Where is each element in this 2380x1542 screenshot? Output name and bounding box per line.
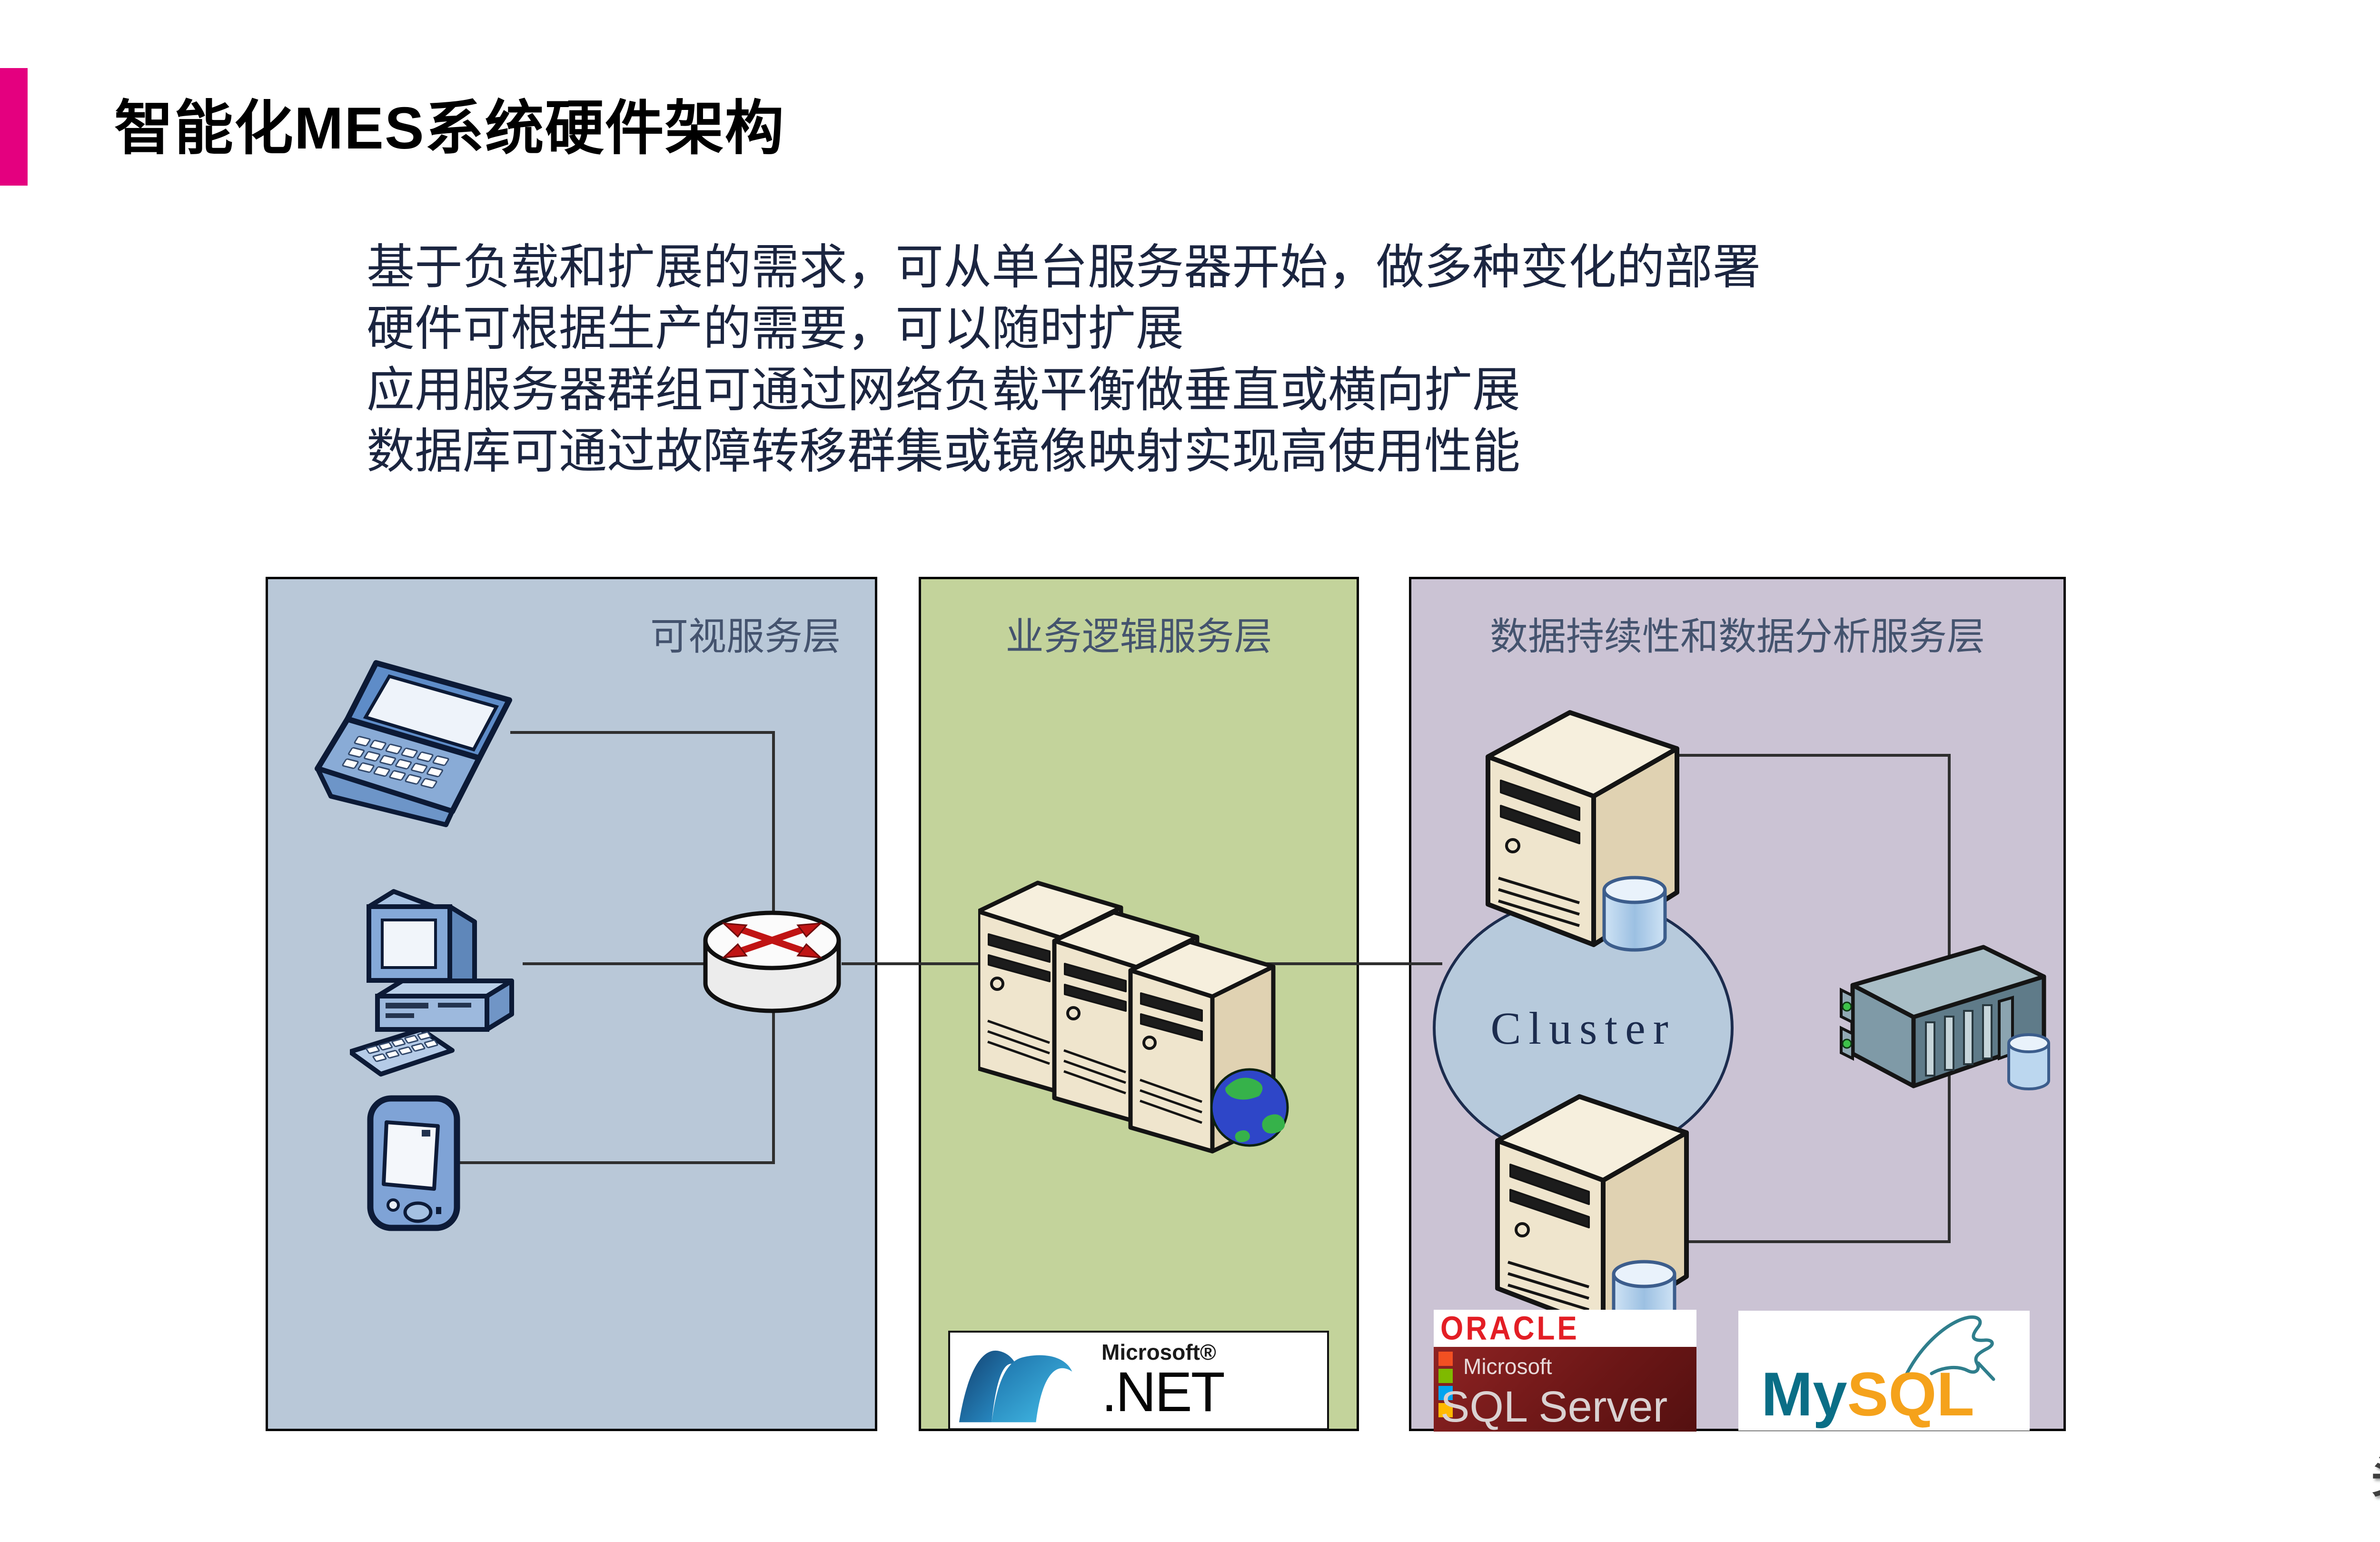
panel-business-header: 业务逻辑服务层 xyxy=(1005,616,1272,658)
database-server-icon xyxy=(1495,1094,1689,1336)
bullet-list: 基于负载和扩展的需求，可从单台服务器开始，做多种变化的部署 硬件可根据生产的需要… xyxy=(367,237,1761,483)
database-cylinder-icon xyxy=(2007,1033,2050,1090)
wire-bottomserver-horizontal xyxy=(1680,1240,1951,1243)
wire-pda-horizontal xyxy=(451,1161,775,1164)
mysql-sql-label: SQL xyxy=(1847,1359,1974,1429)
laptop-icon xyxy=(315,660,512,827)
oracle-sqlserver-logo: ORACLE Microsoft SQL Server xyxy=(1434,1310,1696,1432)
mysql-my-label: My xyxy=(1761,1359,1847,1429)
accent-bar xyxy=(0,68,28,186)
database-cylinder-icon xyxy=(1602,876,1667,952)
dotnet-swoosh-icon xyxy=(959,1350,1072,1422)
oracle-logo: ORACLE xyxy=(1434,1310,1696,1347)
cluster-ellipse: Cluster xyxy=(1433,896,1734,1160)
sqlserver-product-label: SQL Server xyxy=(1440,1383,1668,1431)
mysql-logo: MySQL xyxy=(1738,1311,2030,1431)
wire-desktop-horizontal xyxy=(523,962,708,965)
wire-laptop-horizontal xyxy=(510,731,775,734)
sqlserver-logo: Microsoft SQL Server xyxy=(1434,1347,1696,1432)
dotnet-product-label: .NET xyxy=(1101,1360,1225,1423)
mysql-wordmark: MySQL xyxy=(1761,1363,1974,1425)
page-title: 智能化MES系统硬件架构 xyxy=(114,96,785,161)
dotnet-brand-label: Microsoft® xyxy=(1101,1339,1216,1364)
mysql-dolphin-icon xyxy=(1905,1315,1995,1381)
router-arrows xyxy=(721,922,823,959)
globe-icon xyxy=(1210,1068,1289,1147)
desktop-computer-icon xyxy=(350,889,514,1077)
dotnet-logo: Microsoft® .NET xyxy=(948,1331,1329,1430)
bullet-line: 基于负载和扩展的需求，可从单台服务器开始，做多种变化的部署 xyxy=(367,241,1761,294)
database-server-icon xyxy=(1486,710,1679,952)
oracle-wordmark: ORACLE xyxy=(1440,1310,1579,1347)
bullet-line: 硬件可根据生产的需要，可以随时扩展 xyxy=(367,302,1184,356)
server-group-icon xyxy=(978,880,1289,1154)
cluster-label: Cluster xyxy=(1490,1002,1676,1054)
watermark: 头条 @大音智能 xyxy=(2371,1438,2380,1506)
wire-laptop-vertical xyxy=(772,731,775,919)
microsoft-squares-icon xyxy=(1438,1352,1455,1420)
wire-topserver-horizontal xyxy=(1673,754,1951,757)
wire-pda-vertical xyxy=(772,999,775,1164)
panel-data-header: 数据持续性和数据分析服务层 xyxy=(1490,616,1985,658)
bullet-line: 应用服务器群组可通过网络负载平衡做垂直或横向扩展 xyxy=(367,364,1521,417)
rack-server-icon xyxy=(1840,945,2050,1090)
bullet-line: 数据库可通过故障转移群集或镜像映射实现高使用性能 xyxy=(367,425,1521,478)
panel-visual-header: 可视服务层 xyxy=(650,616,841,658)
pda-icon xyxy=(367,1095,460,1231)
sqlserver-brand-label: Microsoft xyxy=(1463,1354,1552,1379)
router-icon xyxy=(703,910,841,1013)
